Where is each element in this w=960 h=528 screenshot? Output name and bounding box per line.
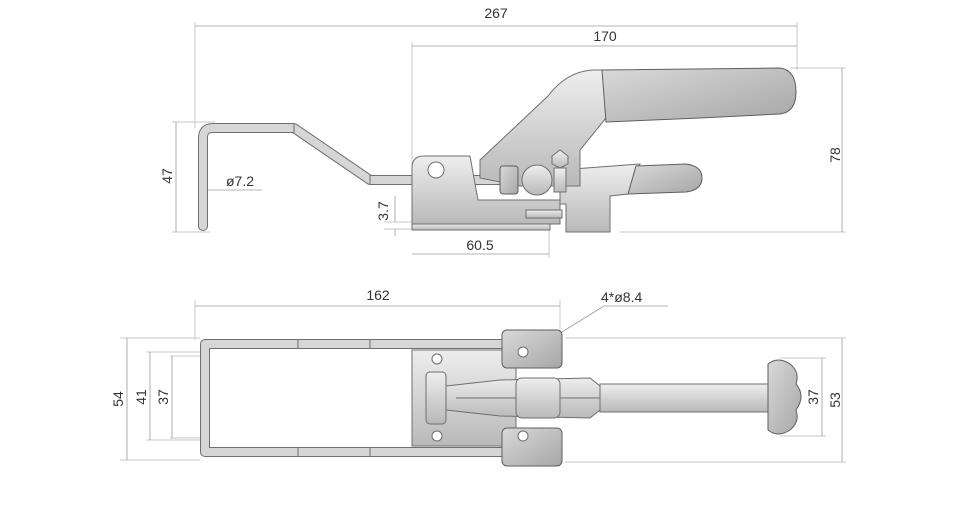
- dim-base-width: 53: [565, 337, 846, 463]
- clamp-hub: [515, 377, 561, 419]
- side-view: 267 170 78 47 ø7.2: [159, 5, 846, 258]
- dim-loop-width: 41: [133, 351, 200, 441]
- dim-clamp-length-label: 170: [593, 28, 617, 44]
- rod-diameter-label: ø7.2: [226, 173, 254, 189]
- dim-height-label: 78: [827, 147, 843, 163]
- dim-hook-height-label: 47: [159, 168, 175, 184]
- pivot-hole: [427, 161, 445, 179]
- top-handle-grip[interactable]: [767, 359, 802, 435]
- base-plate: [411, 155, 561, 225]
- dim-loop-length: 162: [194, 287, 561, 340]
- dim-height: 78: [620, 67, 846, 233]
- holes-label: 4*ø8.4: [601, 289, 642, 305]
- dim-overall-length: 267: [194, 5, 798, 128]
- dim-base-thickness: 3.7: [375, 196, 420, 236]
- dim-loop-length-label: 162: [366, 287, 390, 303]
- u-loop-rod: [200, 339, 510, 457]
- dim-loop-width-label: 41: [133, 389, 149, 405]
- lock-tab: [525, 209, 563, 219]
- dim-outer-width: 54: [110, 337, 200, 461]
- mount-hole: [517, 346, 529, 358]
- dim-handle-width-label: 37: [805, 389, 821, 405]
- dim-overall-length-label: 267: [484, 5, 508, 21]
- dim-inner-width: 37: [155, 355, 200, 439]
- ball-joint: [521, 164, 553, 196]
- top-view: 162 4*ø8.4 54 41 37 3: [110, 287, 846, 467]
- dim-outer-width-label: 54: [110, 391, 126, 407]
- hex-bolt: [551, 149, 569, 169]
- clamp-body-top: [501, 329, 563, 369]
- base-foot: [411, 223, 551, 231]
- release-lever[interactable]: [627, 163, 703, 195]
- pivot-block: [425, 371, 447, 425]
- bolt-shank: [553, 167, 567, 193]
- dim-handle-width: 37: [780, 357, 826, 437]
- lever-handle[interactable]: [601, 67, 797, 123]
- dim-base-length-label: 60.5: [466, 237, 493, 253]
- clamp-body-bottom: [501, 427, 563, 467]
- adjust-nut[interactable]: [499, 165, 519, 195]
- dim-inner-width-label: 37: [155, 389, 171, 405]
- lever-arm: [479, 69, 607, 187]
- mount-hole: [431, 430, 443, 442]
- mount-hole: [517, 430, 529, 442]
- dim-base-thickness-label: 3.7: [375, 201, 391, 221]
- mount-hole: [431, 353, 443, 365]
- dim-base-width-label: 53: [827, 392, 843, 408]
- top-handle-bar[interactable]: [599, 383, 771, 413]
- dim-hook-height: 47: [159, 121, 215, 233]
- hook-rod: [198, 123, 510, 231]
